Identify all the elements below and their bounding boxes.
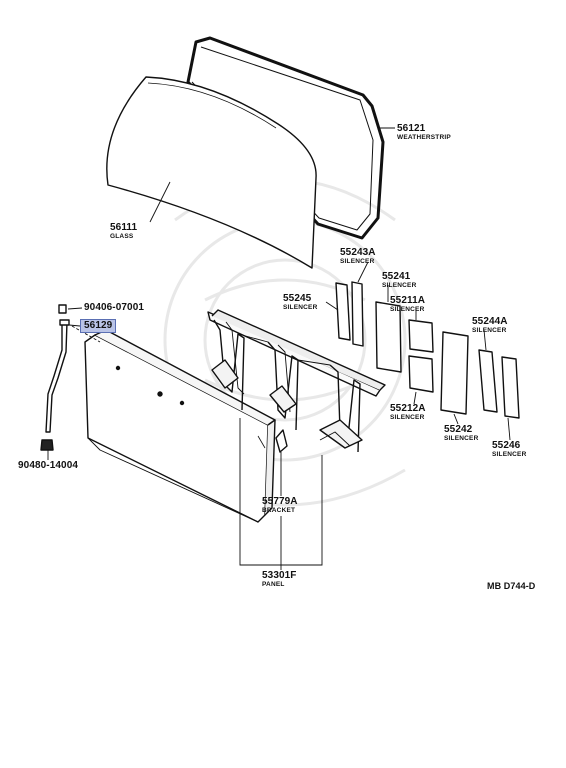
part-name: WEATHERSTRIP (397, 134, 451, 141)
callout-55246[interactable]: 55246 SILENCER (492, 441, 526, 459)
callout-55212a[interactable]: 55212A SILENCER (390, 404, 426, 422)
callout-55244a[interactable]: 55244A SILENCER (472, 317, 508, 335)
callout-55241[interactable]: 55241 SILENCER (382, 272, 416, 290)
part-number: 55241 (382, 271, 411, 282)
part-number: 55242 (444, 424, 473, 435)
part-name: PANEL (262, 581, 285, 588)
callout-55779a[interactable]: 55779A BRACKET (262, 497, 298, 515)
part-name: SILENCER (390, 306, 425, 313)
part-name: SILENCER (390, 414, 425, 421)
part-number: 55779A (262, 496, 298, 507)
part-number: 55246 (492, 440, 521, 451)
callout-55245[interactable]: 55245 SILENCER (283, 294, 317, 312)
callout-56129-highlighted[interactable]: 56129 (80, 319, 117, 333)
part-name: SILENCER (382, 282, 417, 289)
part-number: 56111 (110, 222, 138, 233)
diagram-code: MB D744-D (487, 581, 536, 591)
callout-90480[interactable]: 90480-14004 (18, 461, 78, 471)
silencer-55211a-shape (408, 319, 434, 353)
part-number: 55212A (390, 403, 426, 414)
part-name: SILENCER (472, 327, 507, 334)
part-number: 55244A (472, 316, 508, 327)
callout-55243a[interactable]: 55243A SILENCER (340, 248, 376, 266)
part-number-highlight: 56129 (80, 319, 117, 333)
part-name: BRACKET (262, 507, 296, 514)
silencer-55242-shape (440, 331, 469, 415)
part-name: SILENCER (492, 451, 527, 458)
part-number: 56121 (397, 123, 426, 134)
part-name: SILENCER (340, 258, 375, 265)
part-number: 55243A (340, 247, 376, 258)
leader-lines (47, 127, 511, 570)
part-number: 53301F (262, 570, 297, 581)
panel-shape (84, 334, 269, 523)
silencer-55246-shape (501, 356, 520, 419)
silencer-55243a-shape (351, 281, 364, 347)
grommet-90480-shape (40, 439, 54, 451)
support-rod-shape (45, 321, 68, 433)
part-name: SILENCER (444, 435, 479, 442)
clip-90406-shape (58, 304, 67, 314)
callout-53301f[interactable]: 53301F PANEL (262, 571, 297, 589)
part-number: 55245 (283, 293, 312, 304)
silencer-55244a-shape (478, 349, 498, 413)
callout-56121[interactable]: 56121 WEATHERSTRIP (397, 124, 451, 142)
silencer-55241-shape (375, 301, 402, 373)
silencer-55212a-shape (408, 355, 434, 393)
silencer-55245-shape (335, 282, 351, 341)
part-number: 90480-14004 (18, 460, 79, 471)
part-name: GLASS (110, 233, 134, 240)
callout-90406[interactable]: 90406-07001 (84, 303, 144, 313)
callout-55211a[interactable]: 55211A SILENCER (390, 296, 425, 314)
bracket-55779a-shape (275, 429, 288, 453)
callout-56111[interactable]: 56111 GLASS (110, 223, 137, 241)
glass-shape (106, 76, 317, 269)
part-number: 90406-07001 (84, 302, 145, 313)
part-number: 55211A (390, 295, 426, 306)
callout-55242[interactable]: 55242 SILENCER (444, 425, 478, 443)
part-name: SILENCER (283, 304, 318, 311)
